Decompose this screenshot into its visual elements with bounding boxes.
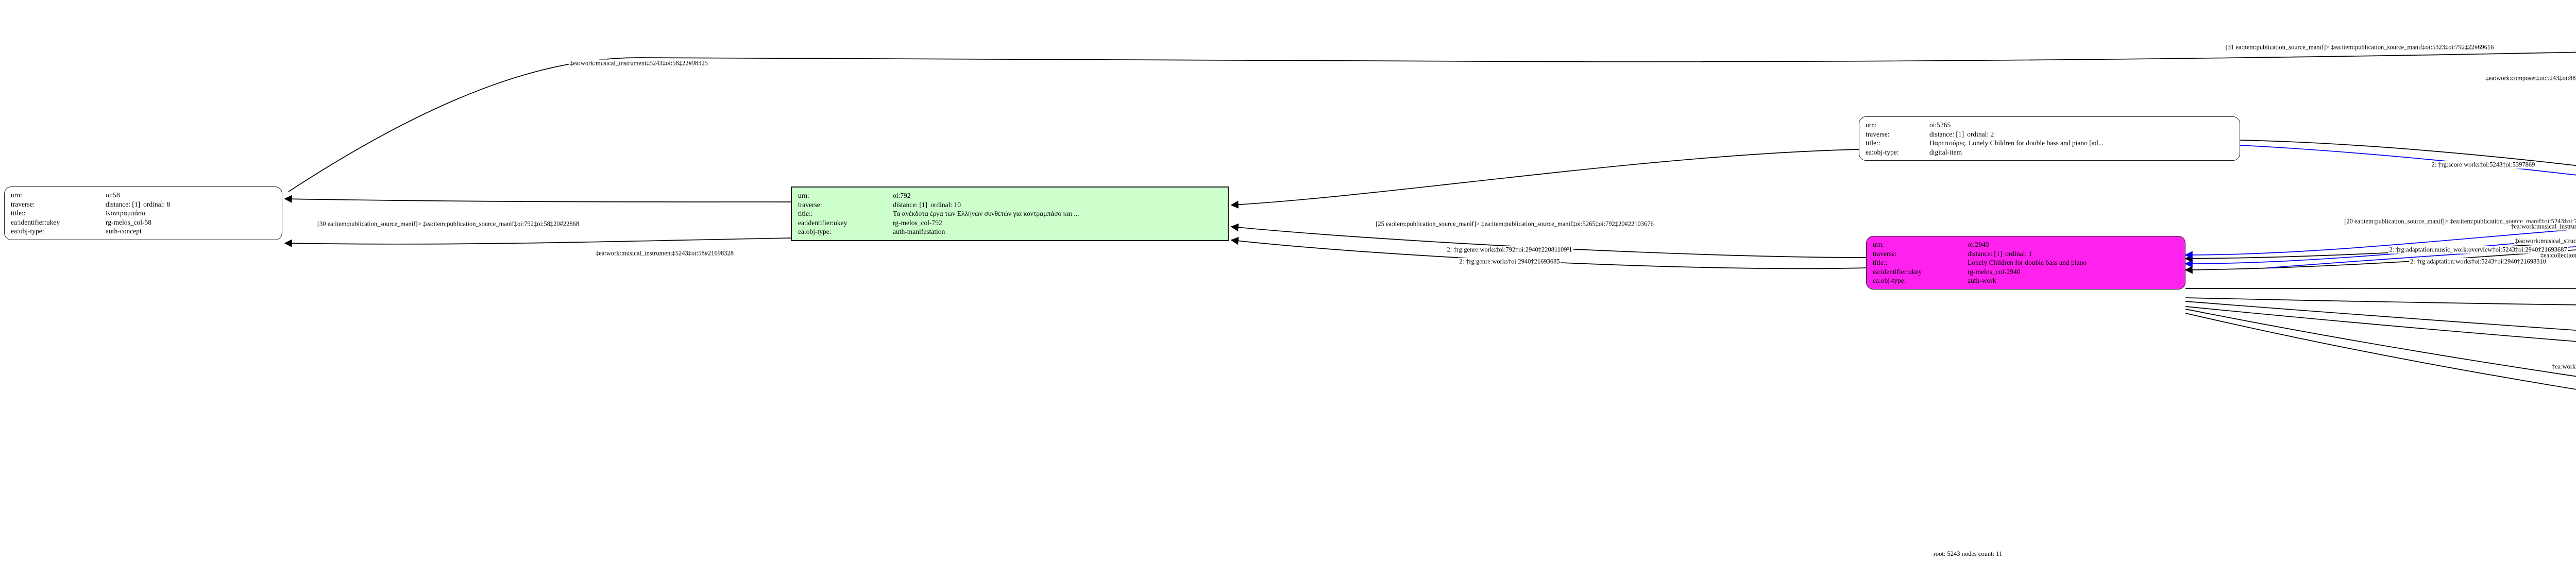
node-field-objtype: ea:obj-type: auth-concept [11, 227, 277, 236]
edge-label: [25 ea:item:publication_source_manif]> ‡… [1375, 220, 1655, 228]
node-field-title: title::Τα ανέκδοτα έργα των Ελλήνων συνθ… [798, 209, 1223, 218]
node-field-objtype: ea:obj-type: digital-item [1866, 148, 2234, 157]
field-label-objtype: ea:obj-type: [1873, 277, 1906, 285]
field-label-ukey: ea:identifier:ukey [11, 218, 60, 226]
edge-label: [30 ea:item:publication_source_manif]> ‡… [316, 220, 581, 228]
edge-label: ‡ea:work:composer‡oi:5243‡oi:882‡2193666 [2484, 74, 2576, 82]
field-label-objtype: ea:obj-type: [798, 228, 832, 236]
field-value-distance: distance: [1] [106, 200, 141, 208]
field-label-traverse: traverse: [1873, 249, 1897, 258]
edge-label: ‡ea:work:musical_structure‡oi:5243‡oi:13… [2514, 237, 2576, 245]
field-label-title: title:: [11, 209, 26, 217]
node-field-title: title::Κοντραμπάσο [11, 209, 277, 218]
field-value-title: Τα ανέκδοτα έργα των Ελλήνων συνθετών γι… [893, 210, 1079, 218]
node-field-ukey: ea:identifier:ukey rg-melos_col-2940 [1873, 267, 2180, 277]
field-label-ukey: ea:identifier:ukey [1873, 267, 1922, 276]
edge-label: 2: ‡rg:score:works‡oi:5243‡oi:5397869 [2430, 161, 2536, 169]
node-field-traverse: traverse: distance: [1]ordinal: 1 [1873, 249, 2180, 259]
edge-label: ‡ea:work:musical_instrument‡oi:5243‡oi:3… [2510, 223, 2576, 231]
node-field-urn: urn: oi:792 [798, 191, 1223, 200]
edge-label: 2: ‡rg:adaptation:music_work:overview‡oi… [2388, 246, 2568, 254]
node-field-title: title::Παρτιτούρες. Lonely Children for … [1866, 139, 2234, 148]
edge-label: 2: ‡rg:adaptation:works‡oi:5243‡oi:2940‡… [2409, 258, 2547, 266]
field-value-distance: distance: [1] [1929, 130, 1964, 138]
graph-node[interactable]: urn: oi:792 traverse: distance: [1]ordinal:… [791, 186, 1229, 241]
field-label-ukey: ea:identifier:ukey [798, 218, 848, 227]
field-value-ukey: rg-melos_col-792 [893, 218, 942, 227]
node-field-objtype: ea:obj-type: auth-work [1873, 276, 2180, 285]
field-label-traverse: traverse: [798, 200, 822, 209]
field-label-urn: urn: [1873, 241, 1884, 248]
graph-node[interactable]: urn: oi:58 traverse: distance: [1]ordinal: … [4, 186, 282, 240]
node-field-urn: urn: oi:2940 [1873, 240, 2180, 249]
edge-label: 2: ‡rg:genre:works‡oi:2940‡21693685 [1458, 258, 1561, 266]
field-label-traverse: traverse: [1866, 130, 1890, 138]
node-field-traverse: traverse: distance: [1]ordinal: 10 [798, 200, 1223, 210]
edge-label: 2: ‡rg:genre:works‡oi:792‡oi:2940‡220811… [1446, 246, 1573, 254]
node-field-urn: urn: oi:5265 [1866, 121, 2234, 130]
field-value-ordinal: ordinal: 2 [1967, 130, 1994, 138]
field-value-urn: oi:58 [106, 191, 120, 199]
field-label-urn: urn: [798, 192, 809, 199]
edge-label: ‡ea:collection:primary‡oi:2940‡oi:3800#2… [2539, 251, 2576, 260]
field-value-ordinal: ordinal: 1 [2005, 249, 2032, 258]
field-value-ukey: rg-melos_col-2940 [1968, 267, 2021, 276]
field-label-title: title:: [1873, 259, 1888, 267]
field-label-objtype: ea:obj-type: [11, 227, 44, 235]
field-label-urn: urn: [11, 191, 22, 199]
field-label-objtype: ea:obj-type: [1866, 148, 1899, 156]
graph-footer: root: 5243 nodes count: 11 [1933, 550, 2003, 557]
field-value-title: Lonely Children for double bass and pian… [1968, 259, 2087, 267]
field-value-objtype: auth-work [1968, 277, 1996, 285]
field-value-objtype: auth-manifestation [893, 228, 945, 236]
graph-node[interactable]: urn: oi:2940 traverse: distance: [1]ordinal… [1866, 236, 2185, 290]
edge-label: [31 ea:item:publication_source_manif]> ‡… [2224, 43, 2495, 52]
field-value-urn: oi:5265 [1929, 121, 1951, 129]
node-field-ukey: ea:identifier:ukey rg-melos_col-792 [798, 218, 1223, 228]
node-field-traverse: traverse: distance: [1]ordinal: 2 [1866, 130, 2234, 139]
field-value-urn: oi:792 [893, 192, 911, 199]
field-value-distance: distance: [1] [1968, 249, 2003, 258]
field-value-objtype: auth-concept [106, 227, 142, 235]
field-value-objtype: digital-item [1929, 148, 1962, 156]
field-label-title: title:: [1866, 139, 1880, 147]
edge-label: ‡ea:work:formaka:2940‡oi:176#22169873 [2550, 363, 2576, 371]
field-value-title: Παρτιτούρες. Lonely Children for double … [1929, 139, 2104, 147]
edge-label: ‡ea:work:musical_instrument‡5243‡oi:58#2… [594, 249, 735, 258]
field-value-title: Κοντραμπάσο [106, 209, 145, 217]
field-value-ordinal: ordinal: 10 [930, 200, 961, 209]
field-value-ordinal: ordinal: 8 [143, 200, 171, 208]
node-field-objtype: ea:obj-type: auth-manifestation [798, 227, 1223, 236]
field-label-urn: urn: [1866, 121, 1877, 129]
node-field-urn: urn: oi:58 [11, 191, 277, 200]
node-field-ukey: ea:identifier:ukey rg-melos_col-58 [11, 218, 277, 227]
field-value-ukey: rg-melos_col-58 [106, 218, 151, 226]
node-field-traverse: traverse: distance: [1]ordinal: 8 [11, 200, 277, 209]
graph-node[interactable]: urn: oi:5265 traverse: distance: [1]ordinal… [1859, 116, 2240, 161]
field-label-traverse: traverse: [11, 200, 35, 208]
field-value-distance: distance: [1] [893, 200, 928, 209]
edge-group-black [284, 52, 2576, 390]
node-field-title: title::Lonely Children for double bass a… [1873, 258, 2180, 267]
field-label-title: title:: [798, 210, 813, 218]
edge-label: ‡ea:work:musical_instrument‡5243‡oi:58‡2… [568, 59, 709, 67]
field-value-urn: oi:2940 [1968, 241, 1989, 248]
